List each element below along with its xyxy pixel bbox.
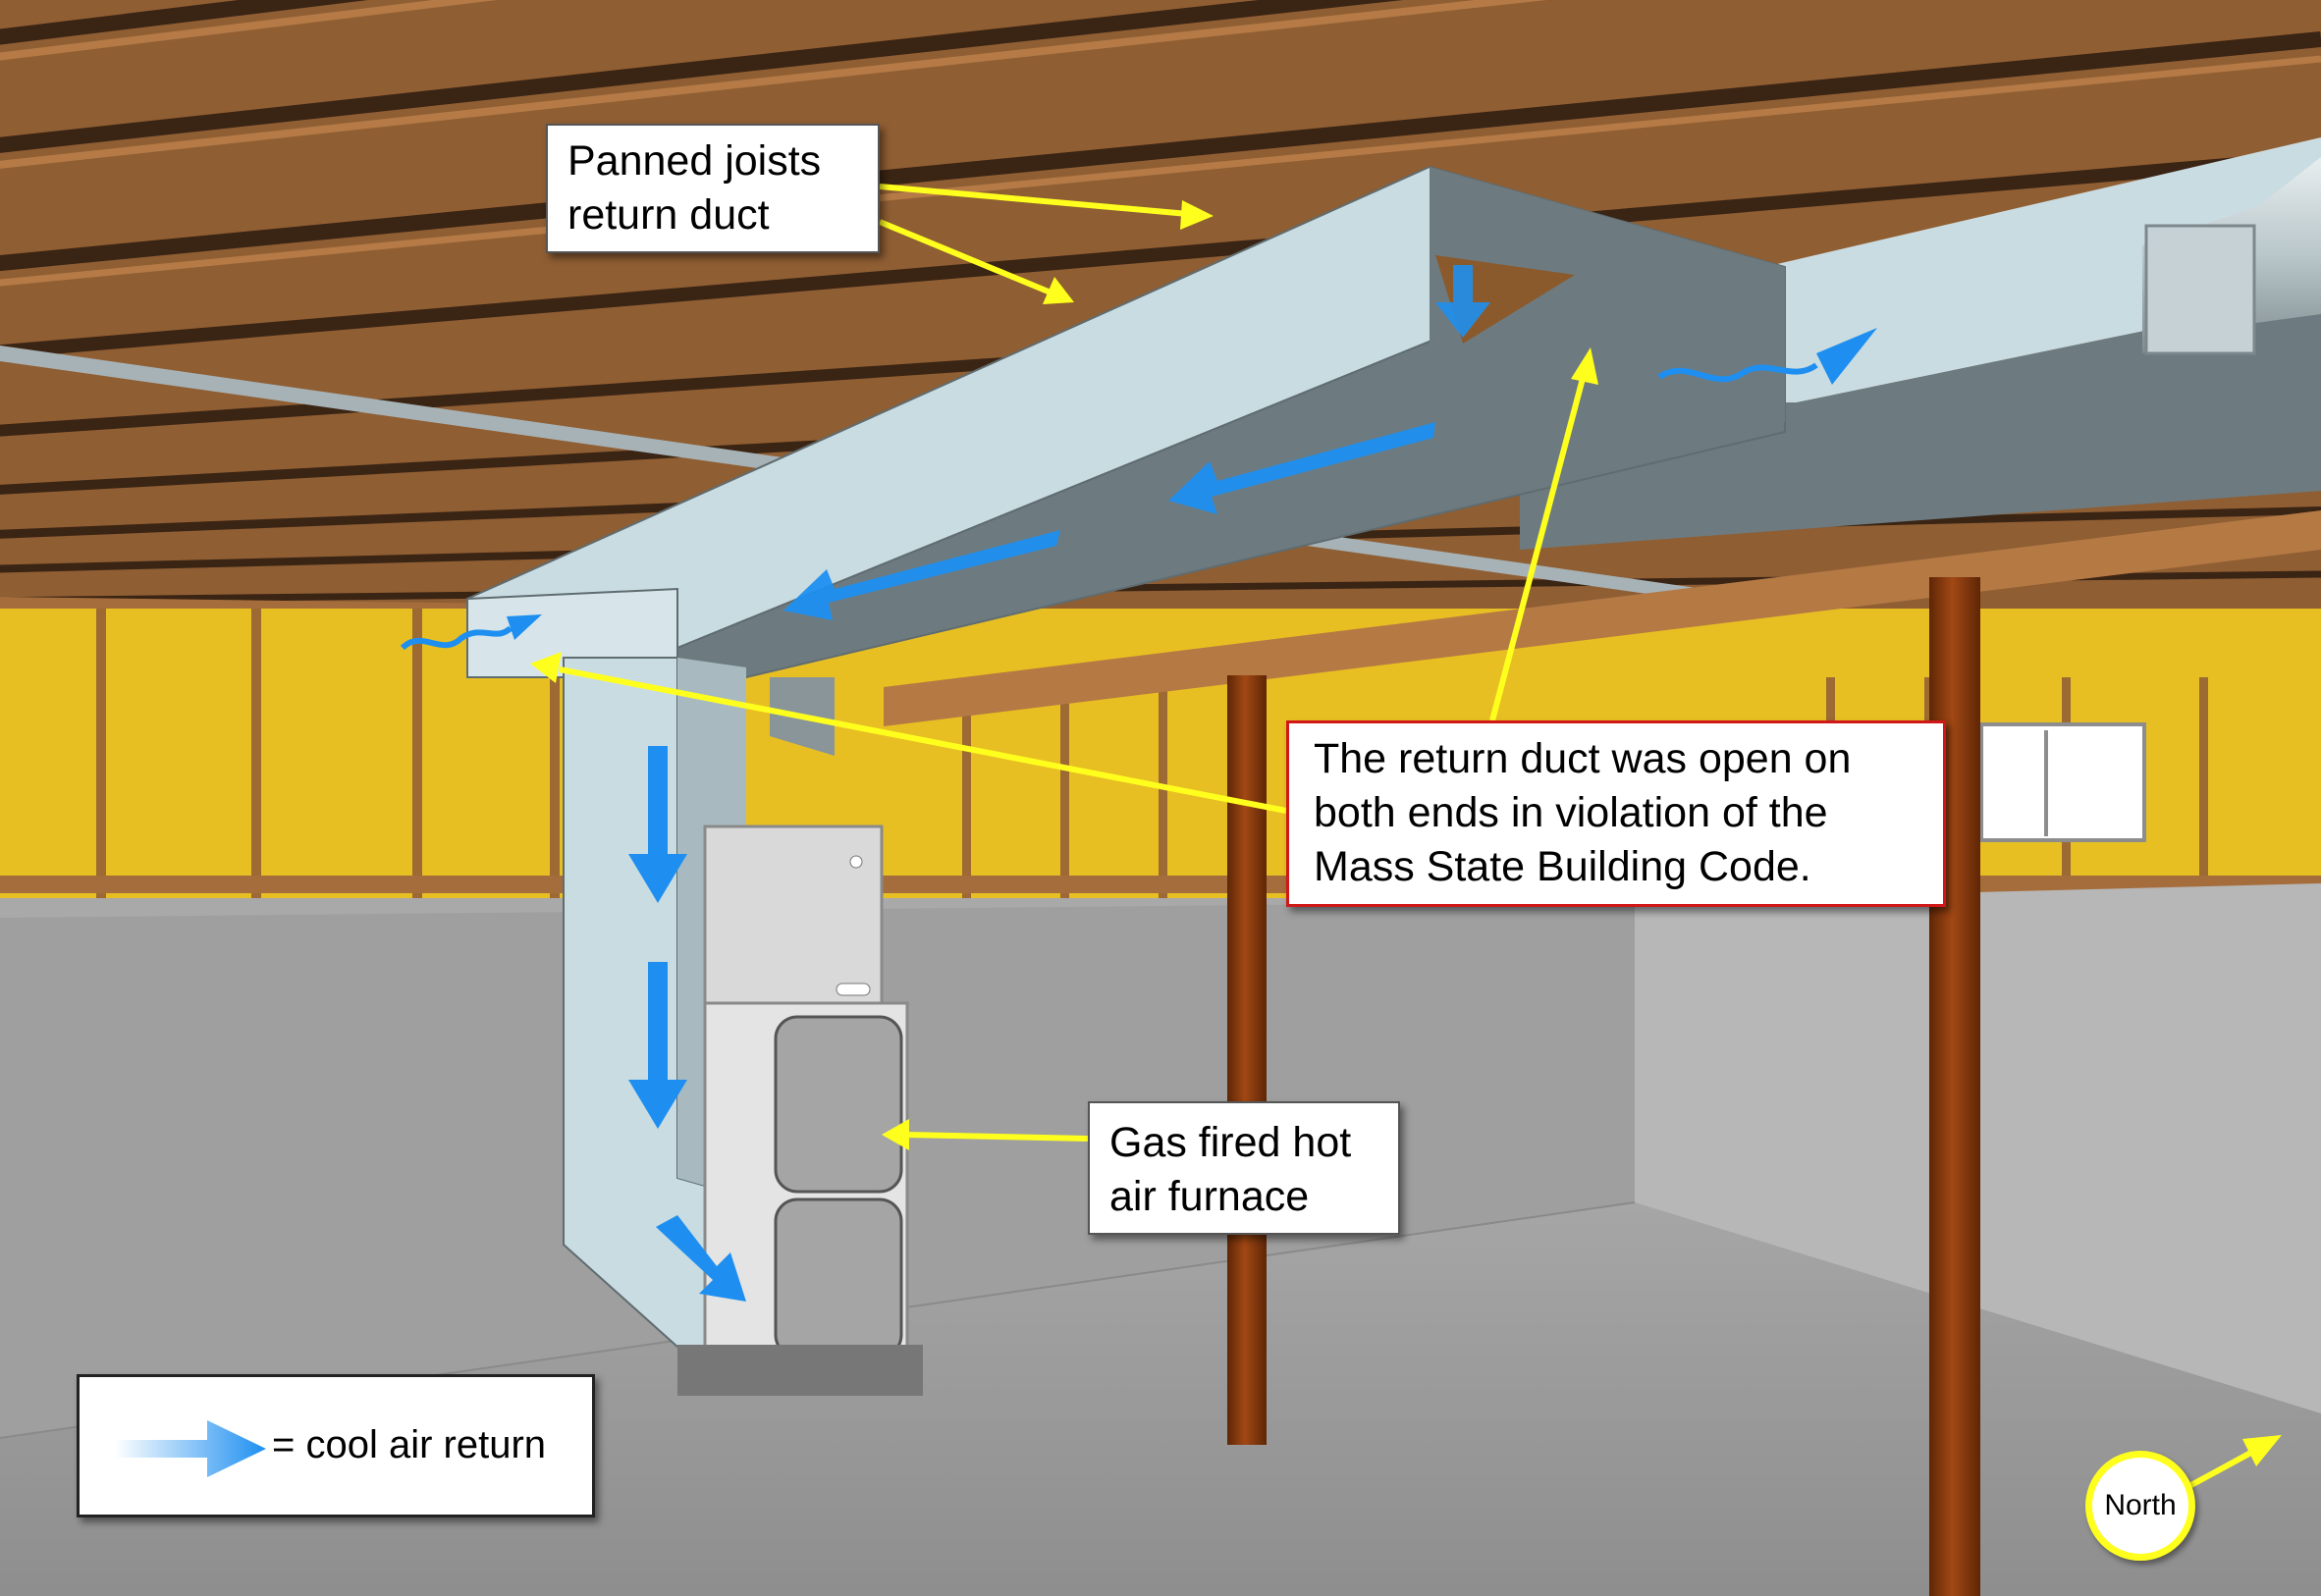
airflow-arrow-icon [628,962,687,1129]
annotation-arrows [530,184,2282,1489]
legend-label: = cool air return [272,1423,547,1466]
furnace-base [677,1345,923,1396]
supply-trunk-bottom [1520,294,2321,550]
furnace-upper [703,825,884,1005]
callout-panned-joists: Panned joists return duct [546,124,880,253]
airflow-arrow-icon [628,746,687,903]
basement-window [1979,722,2146,842]
duct-open-end [1430,167,1785,422]
pipe-collar [2144,224,2256,355]
callout-line: Mass State Building Code. [1314,843,1811,890]
callout-line: The return duct was open on [1314,735,1852,782]
gradient-arrow-icon [115,1420,266,1477]
furnace-door-top [774,1015,903,1194]
furnace-door-bottom [774,1197,903,1358]
support-post-left [1227,675,1267,1445]
north-compass-badge: North [2085,1451,2195,1561]
airflow-arrows [628,265,1490,1302]
wavy-arrow-icon [400,625,513,651]
callout-line: Gas fired hot [1109,1119,1352,1166]
wavy-arrow-icon [1816,328,1877,385]
airflow-arrow-icon [783,530,1060,620]
girder-beam [884,510,2321,726]
legend: = cool air return [77,1374,595,1517]
callout-code-violation: The return duct was open on both ends in… [1286,720,1946,907]
callout-furnace: Gas fired hot air furnace [1088,1101,1400,1235]
compass-label: North [2104,1489,2177,1521]
callout-line: air furnace [1109,1173,1310,1220]
airflow-arrow-icon [1168,422,1435,514]
airflow-arrow-icon [656,1215,746,1302]
airflow-arrow-icon [1435,265,1490,338]
wavy-arrow-icon [507,614,542,640]
callout-line: both ends in violation of the [1314,789,1828,836]
wavy-air-arrows [400,328,1877,651]
wavy-arrow-icon [1657,362,1818,383]
callout-line: return duct [567,191,770,239]
callout-line: Panned joists [567,137,822,185]
